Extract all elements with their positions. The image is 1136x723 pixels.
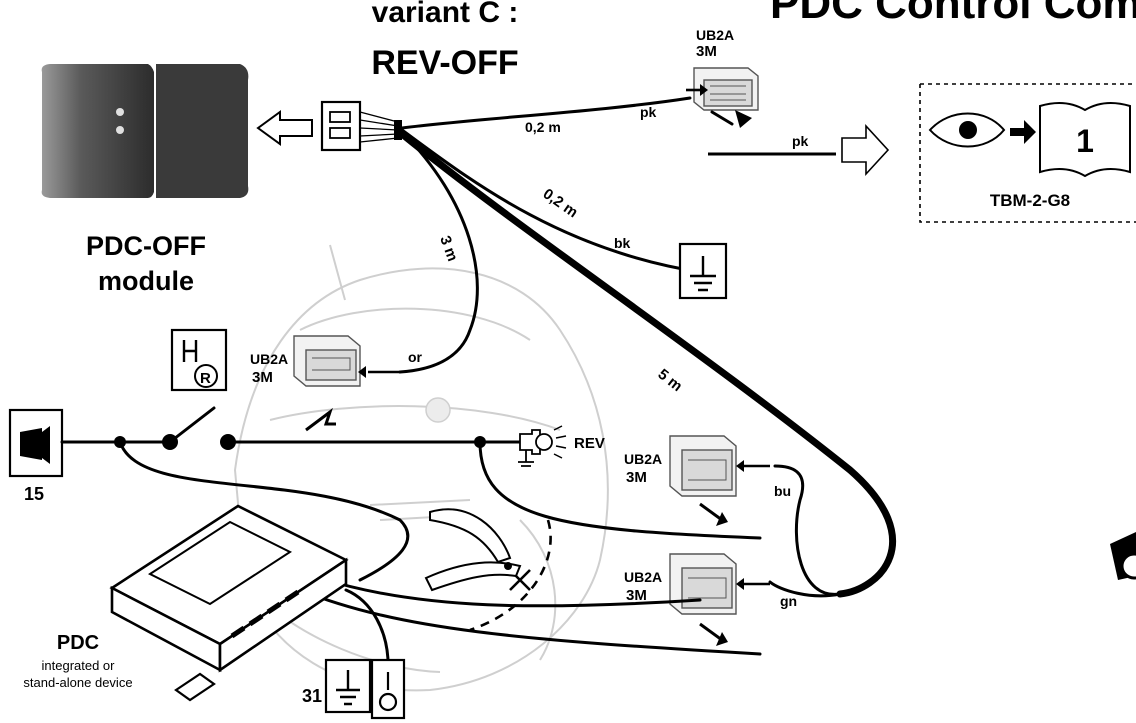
wire-pk bbox=[400, 96, 692, 130]
connector-brand-3m: 3M bbox=[696, 43, 717, 60]
wire-color-bk: bk bbox=[614, 235, 631, 251]
reference-code: TBM-2-G8 bbox=[990, 191, 1070, 210]
ub2a-connector: UB2A 3M bbox=[624, 435, 770, 497]
module-label-line1: PDC-OFF bbox=[86, 231, 206, 261]
tap-arrow-icon bbox=[710, 110, 734, 126]
reverse-lamp-icon bbox=[518, 425, 567, 467]
led-indicator-icon bbox=[116, 108, 124, 116]
length-pk: 0,2 m bbox=[525, 119, 561, 135]
pdc-output-wire-2 bbox=[318, 576, 702, 608]
connector-brand: UB2A bbox=[624, 451, 662, 467]
wire-color-or: or bbox=[408, 349, 423, 365]
wire-bu bbox=[773, 464, 842, 596]
wire-color-gn: gn bbox=[780, 593, 797, 609]
pdc-device-title: PDC bbox=[57, 632, 99, 654]
connector-brand-3m: 3M bbox=[626, 587, 647, 604]
ub2a-connector: UB2A 3M bbox=[250, 335, 400, 387]
length-or: 3 m bbox=[436, 234, 461, 264]
page-title: PDC Control Com bbox=[770, 0, 1136, 28]
pdc-device-desc-line2: stand-alone device bbox=[23, 675, 132, 690]
arrow-right-icon bbox=[841, 123, 890, 177]
ub2a-connector: UB2A 3M bbox=[624, 553, 770, 615]
rev-signal-wire bbox=[478, 440, 762, 540]
connector-brand: UB2A bbox=[696, 27, 734, 43]
manual-book-icon bbox=[1039, 102, 1131, 178]
length-main: 5 m bbox=[655, 366, 686, 395]
manual-page-number: 1 bbox=[1076, 123, 1094, 159]
connector-brand-3m: 3M bbox=[626, 469, 647, 486]
module-label-line2: module bbox=[98, 266, 194, 296]
connector-brand: UB2A bbox=[250, 351, 288, 367]
pdc-device bbox=[109, 504, 349, 702]
wire-color-pk-out: pk bbox=[792, 133, 809, 149]
wire-or bbox=[398, 130, 479, 374]
wire-main-harness bbox=[398, 130, 897, 598]
pdc-off-module bbox=[41, 64, 249, 198]
variant-mode: REV-OFF bbox=[371, 44, 518, 82]
harness-plug bbox=[320, 100, 402, 152]
reverse-lamp-label: REV bbox=[574, 435, 605, 452]
pdc-device-desc-line1: integrated or bbox=[42, 658, 116, 673]
ub2a-connector: UB2A 3M bbox=[686, 27, 759, 111]
svg-text:R: R bbox=[200, 370, 211, 387]
ignition-terminal-icon bbox=[8, 408, 64, 478]
pdc-output-wire bbox=[298, 588, 762, 656]
variant-label: variant C : bbox=[372, 0, 519, 29]
wire-bk bbox=[400, 128, 702, 274]
reverse-gear-icon: R bbox=[170, 328, 228, 392]
led-indicator-icon bbox=[116, 126, 124, 134]
pdc-supply-wire bbox=[118, 440, 410, 582]
arrow-left-icon bbox=[256, 110, 313, 146]
reverse-switch-icon bbox=[168, 406, 216, 444]
wire-color-pk: pk bbox=[640, 104, 657, 120]
wire-gn bbox=[768, 580, 842, 598]
connector-brand-3m: 3M bbox=[252, 369, 273, 386]
cut-line bbox=[469, 519, 552, 632]
length-bk: 0,2 m bbox=[540, 185, 581, 221]
reference-panel: 1 TBM-2-G8 bbox=[841, 83, 1136, 223]
ground-symbol-icon bbox=[678, 242, 728, 300]
cutting-pliers-icon bbox=[424, 508, 522, 592]
ground-31-icon bbox=[324, 658, 406, 720]
wire-color-bu: bu bbox=[774, 483, 791, 499]
arrow-right-icon bbox=[1010, 120, 1036, 144]
ground-terminal-label: 31 bbox=[302, 686, 322, 706]
ignition-terminal-label: 15 bbox=[24, 484, 44, 504]
connector-brand: UB2A bbox=[624, 569, 662, 585]
